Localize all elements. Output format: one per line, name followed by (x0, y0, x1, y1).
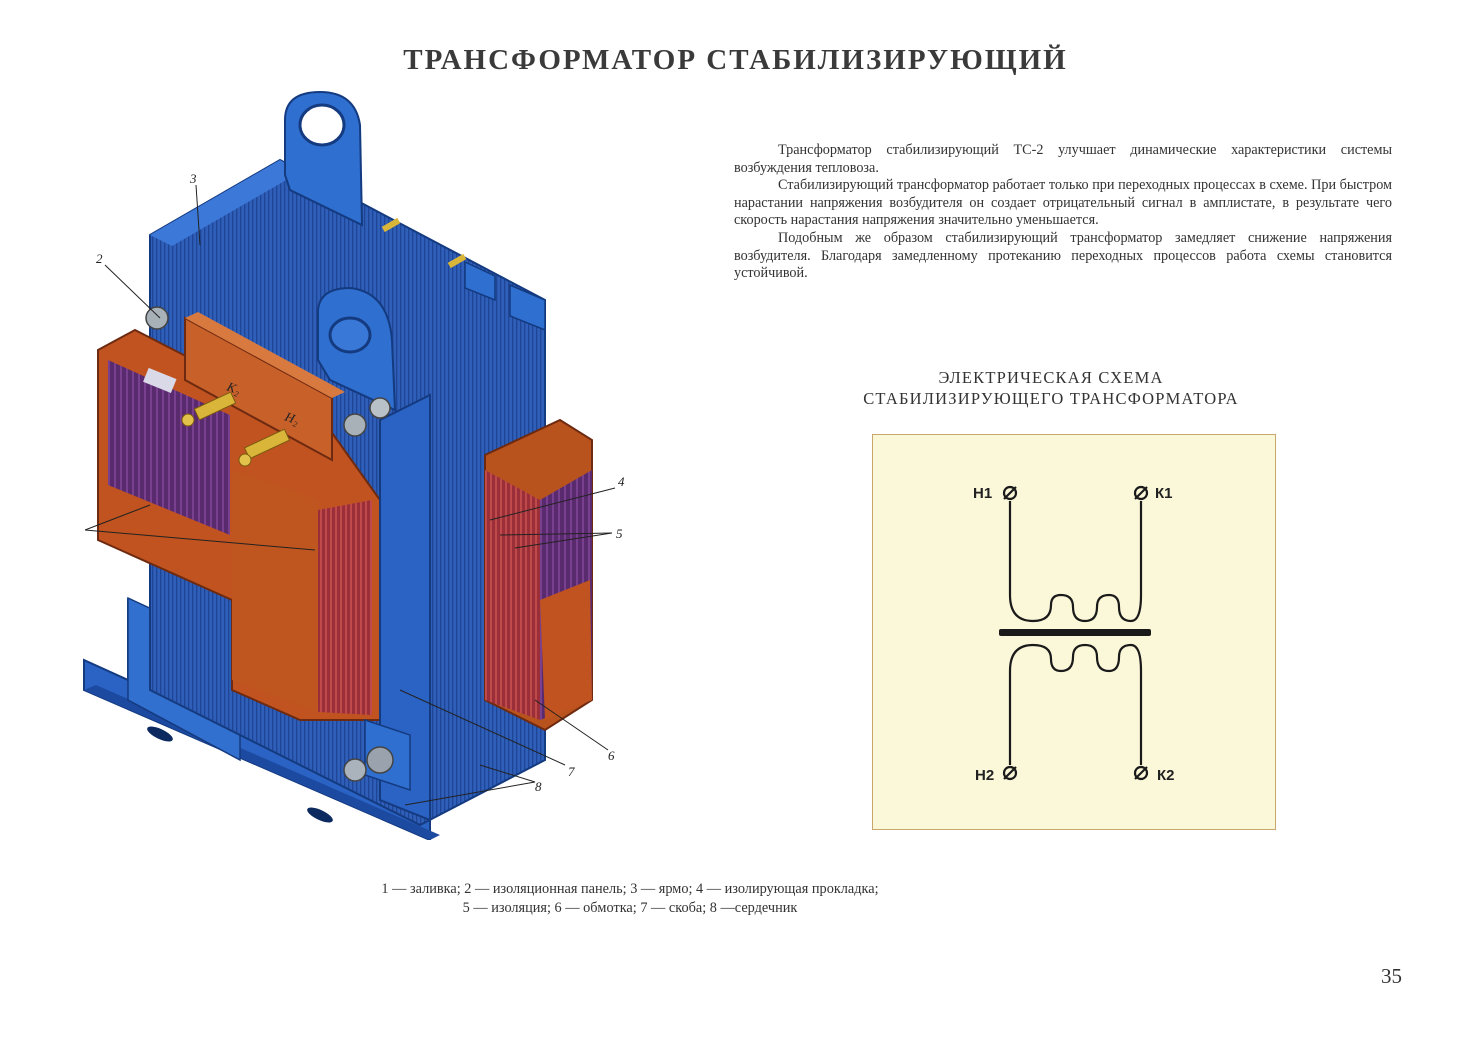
caption-line: 5 — изоляция; 6 — обмотка; 7 — скоба; 8 … (462, 900, 798, 916)
terminal-k2 (181, 391, 237, 427)
callout-3: 3 (189, 171, 197, 186)
intro-text: Трансформатор стабилизирующий ТС-2 улучш… (734, 142, 1392, 283)
intro-paragraph: Подобным же образом стабилизирующий тран… (734, 229, 1392, 282)
page-number: 35 (1381, 964, 1402, 988)
figure-caption: 1 — заливка; 2 — изоляционная панель; 3 … (280, 880, 980, 918)
plate-label-h2: Н₂ (282, 408, 302, 427)
bolt-icon (145, 306, 169, 330)
terminal-label-k2: К2 (1157, 767, 1175, 784)
bolt-icon (343, 758, 367, 782)
intro-paragraph: Трансформатор стабилизирующий ТС-2 улучш… (734, 142, 1392, 176)
front-clamp (379, 393, 431, 822)
callout-5: 5 (616, 526, 623, 541)
bolt-icon (366, 746, 394, 774)
bolt-icon (369, 397, 391, 419)
insulation-panel (184, 316, 333, 462)
page-title: ТРАНСФОРМАТОР СТАБИЛИЗИРУЮЩИЙ (403, 44, 1068, 76)
callout-6: 6 (608, 748, 615, 763)
schema-title-line: ЭЛЕКТРИЧЕСКАЯ СХЕМА (938, 368, 1164, 387)
terminal-h2 (238, 428, 291, 467)
transformer-illustration: К₂ Н₂ 2 3 4 5 6 7 8 (83, 90, 625, 840)
terminal-label-h1: Н1 (973, 485, 992, 502)
core-bar (999, 629, 1151, 636)
callout-4: 4 (618, 474, 625, 489)
primary-winding (1008, 501, 1143, 623)
schema-title-line: СТАБИЛИЗИРУЮЩЕГО ТРАНСФОРМАТОРА (863, 389, 1239, 408)
schematic-drawing: Н1 К1 Н2 К2 (973, 485, 1175, 784)
callout-8: 8 (535, 779, 542, 794)
intro-paragraph: Стабилизирующий трансформатор работает т… (734, 177, 1392, 229)
electrical-schematic: Н1 К1 Н2 К2 (872, 434, 1276, 830)
caption-line: 1 — заливка; 2 — изоляционная панель; 3 … (381, 881, 879, 897)
callout-7: 7 (568, 764, 575, 779)
secondary-winding (1008, 643, 1143, 765)
callout-2: 2 (96, 251, 103, 266)
schema-title: ЭЛЕКТРИЧЕСКАЯ СХЕМА СТАБИЛИЗИРУЮЩЕГО ТРА… (800, 367, 1302, 409)
terminal-label-h2: Н2 (975, 767, 994, 784)
bolt-icon (343, 413, 367, 437)
terminal-label-k1: К1 (1155, 485, 1173, 502)
